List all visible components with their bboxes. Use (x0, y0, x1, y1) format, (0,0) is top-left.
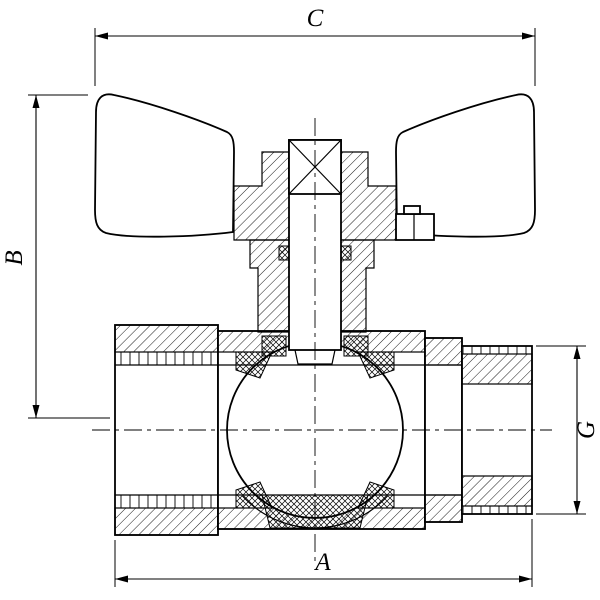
dimension-g: G (536, 345, 600, 515)
bore-lines (115, 364, 462, 496)
gland-packing-left (261, 335, 287, 357)
handle-stop-tab (395, 213, 435, 241)
dimension-b: B (1, 94, 110, 419)
female-thread-lines (116, 352, 216, 508)
stem-oring-left (278, 245, 290, 261)
dimension-a: A (114, 519, 533, 587)
handle-wing-right (395, 93, 536, 238)
centerlines (92, 118, 552, 566)
gland-packing-right (343, 335, 369, 357)
handle-wing-left (94, 93, 235, 238)
dim-label-g: G (573, 421, 600, 439)
stem-ball-slot (294, 349, 336, 365)
dim-label-c: C (307, 5, 324, 32)
dim-label-a: A (313, 549, 331, 576)
dimension-c: C (94, 5, 536, 86)
dim-label-b: B (1, 250, 28, 265)
butterfly-handle (94, 93, 536, 238)
stem-oring-right (340, 245, 352, 261)
male-thread-lines (463, 346, 531, 514)
